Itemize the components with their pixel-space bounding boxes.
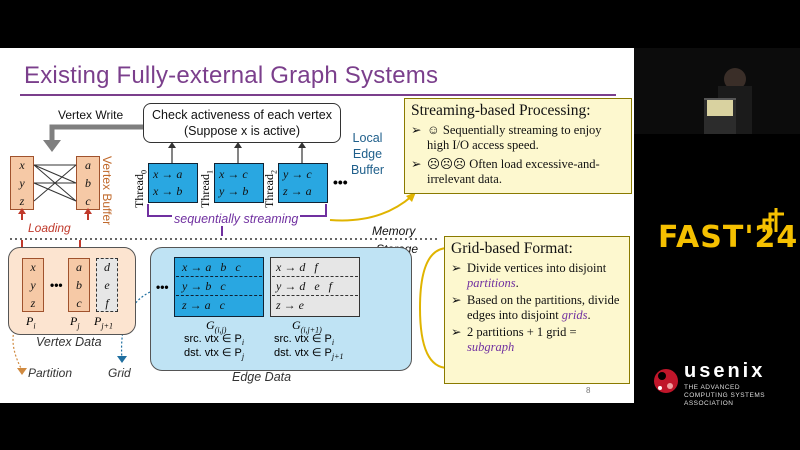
pj-1: b (76, 278, 82, 292)
speaker-figure (724, 68, 746, 90)
grid-bullet-3: ➢2 partitions + 1 grid = subgraph (451, 325, 577, 354)
grid2-label: G(i,j+1) (292, 318, 322, 335)
storage-col-pj1 (96, 258, 118, 312)
thread-buffer-0 (148, 163, 198, 203)
grid-block-2 (270, 257, 360, 317)
fast-logo-rays (762, 208, 784, 232)
pi-1: y (30, 278, 36, 292)
grid-bullet-2: ➢Based on the partitions, divide edges i… (451, 293, 620, 322)
mem-dst-1: b (85, 176, 91, 190)
slide-title: Existing Fully-external Graph Systems (24, 62, 439, 89)
grid1-row-1: y → b c (182, 279, 226, 293)
pj-0: a (76, 260, 82, 274)
podium-sign (707, 100, 733, 116)
thread0-edge-0: x → a (153, 167, 183, 181)
edge-ellipsis: ••• (156, 280, 169, 294)
page-number: 8 (586, 386, 591, 395)
storage-col-pi (22, 258, 44, 312)
thread-buffer-2 (278, 163, 328, 203)
vertex-data-label: Vertex Data (36, 335, 102, 349)
vertex-ellipsis: ••• (50, 278, 63, 292)
thread-label-0: Thread0 (132, 170, 149, 208)
pi-2: z (30, 296, 36, 310)
grid1-row-0: x → a b c (182, 260, 241, 274)
thread1-edge-1: y → b (219, 184, 249, 198)
fast-logo: FAST'24 (658, 220, 799, 255)
label-pi: Pi (26, 314, 36, 331)
vertex-buffer-label: Vertex Buffer (100, 156, 114, 226)
memory-label: Memory (372, 224, 416, 238)
video-sidebar: FAST'24 usenix THE ADVANCED COMPUTING SY… (634, 0, 800, 450)
thread2-edge-0: y → c (283, 167, 312, 181)
mem-dst-2: c (85, 194, 91, 208)
pj1-1: e (104, 278, 110, 292)
more-threads-ellipsis: ••• (333, 174, 348, 190)
streaming-title: Streaming-based Processing: (411, 102, 591, 119)
streaming-bullet-2: ➢☹☹☹ Often load excessive-and-irrelevant… (411, 157, 600, 186)
grid1-label: G(i,j) (206, 318, 227, 335)
local-edge-buffer-label: Local Edge Buffer (350, 131, 385, 177)
mem-src-2: z (19, 194, 25, 208)
thread-buffer-1 (214, 163, 264, 203)
vertex-write-arrow (43, 124, 143, 152)
mem-src-0: x (19, 158, 25, 172)
usenix-wordmark: usenix (684, 360, 766, 382)
check-activeness-box: Check activeness of each vertex (Suppose… (143, 103, 341, 143)
vertex-write-label: Vertex Write (58, 108, 124, 122)
pj-2: c (76, 296, 82, 310)
label-pj: Pj (70, 314, 80, 331)
grid1-dst: dst. vtx ∈ Pj (184, 347, 245, 362)
usenix-subtitle: THE ADVANCED COMPUTING SYSTEMS ASSOCIATI… (684, 384, 766, 407)
storage-col-pj (68, 258, 90, 312)
grid1-dividers (176, 276, 262, 277)
streaming-bullet-1: ➢☺ Sequentially streaming to enjoy high … (411, 123, 602, 152)
grid2-row-2: z → e (276, 298, 304, 312)
slide: Existing Fully-external Graph Systems Ve… (0, 48, 634, 403)
grid-format-box: Grid-based Format: ➢Divide vertices into… (444, 236, 630, 384)
edge-data-label: Edge Data (232, 370, 292, 384)
pj1-0: d (104, 260, 110, 274)
loading-label: Loading (28, 221, 71, 235)
grid2-dividers (272, 276, 358, 277)
grid-format-title: Grid-based Format: (451, 240, 573, 257)
grid1-dividers-2 (176, 295, 262, 296)
sequentially-streaming-label: sequentially streaming (172, 212, 301, 226)
memory-vertex-col-src (10, 156, 34, 210)
title-rule (20, 94, 616, 96)
mem-src-1: y (19, 176, 25, 190)
usenix-swirl-icon (654, 369, 678, 393)
grid2-row-1: y → d e f (276, 279, 332, 293)
check-activeness-text: Check activeness of each vertex (Suppose… (152, 108, 332, 138)
grid1-src: src. vtx ∈ Pi (184, 333, 245, 348)
grid2-dst: dst. vtx ∈ Pj+1 (274, 347, 344, 362)
mem-dst-0: a (85, 158, 91, 172)
grid1-row-2: z → a c (182, 298, 225, 312)
partition-label: Partition (28, 366, 73, 380)
thread0-edge-1: x → b (153, 184, 183, 198)
streaming-box: Streaming-based Processing: ➢☺ Sequentia… (404, 98, 632, 194)
thread-label-1: Thread1 (198, 170, 215, 208)
grid-label: Grid (108, 366, 131, 380)
grid-block-1 (174, 257, 264, 317)
pj1-2: f (105, 296, 109, 310)
usenix-logo-icon (652, 364, 680, 398)
speaker-video (634, 48, 800, 134)
label-pj1: Pj+1 (94, 314, 113, 331)
grid-bullet-1: ➢Divide vertices into disjoint partition… (451, 261, 607, 290)
grid2-dividers-2 (272, 295, 358, 296)
thread-label-2: Thread2 (262, 170, 279, 208)
grid2-src: src. vtx ∈ Pi (274, 333, 335, 348)
grid2-row-0: x → d f (276, 260, 318, 274)
pi-0: x (30, 260, 36, 274)
thread2-edge-1: z → a (283, 184, 312, 198)
thread1-edge-0: x → c (219, 167, 248, 181)
